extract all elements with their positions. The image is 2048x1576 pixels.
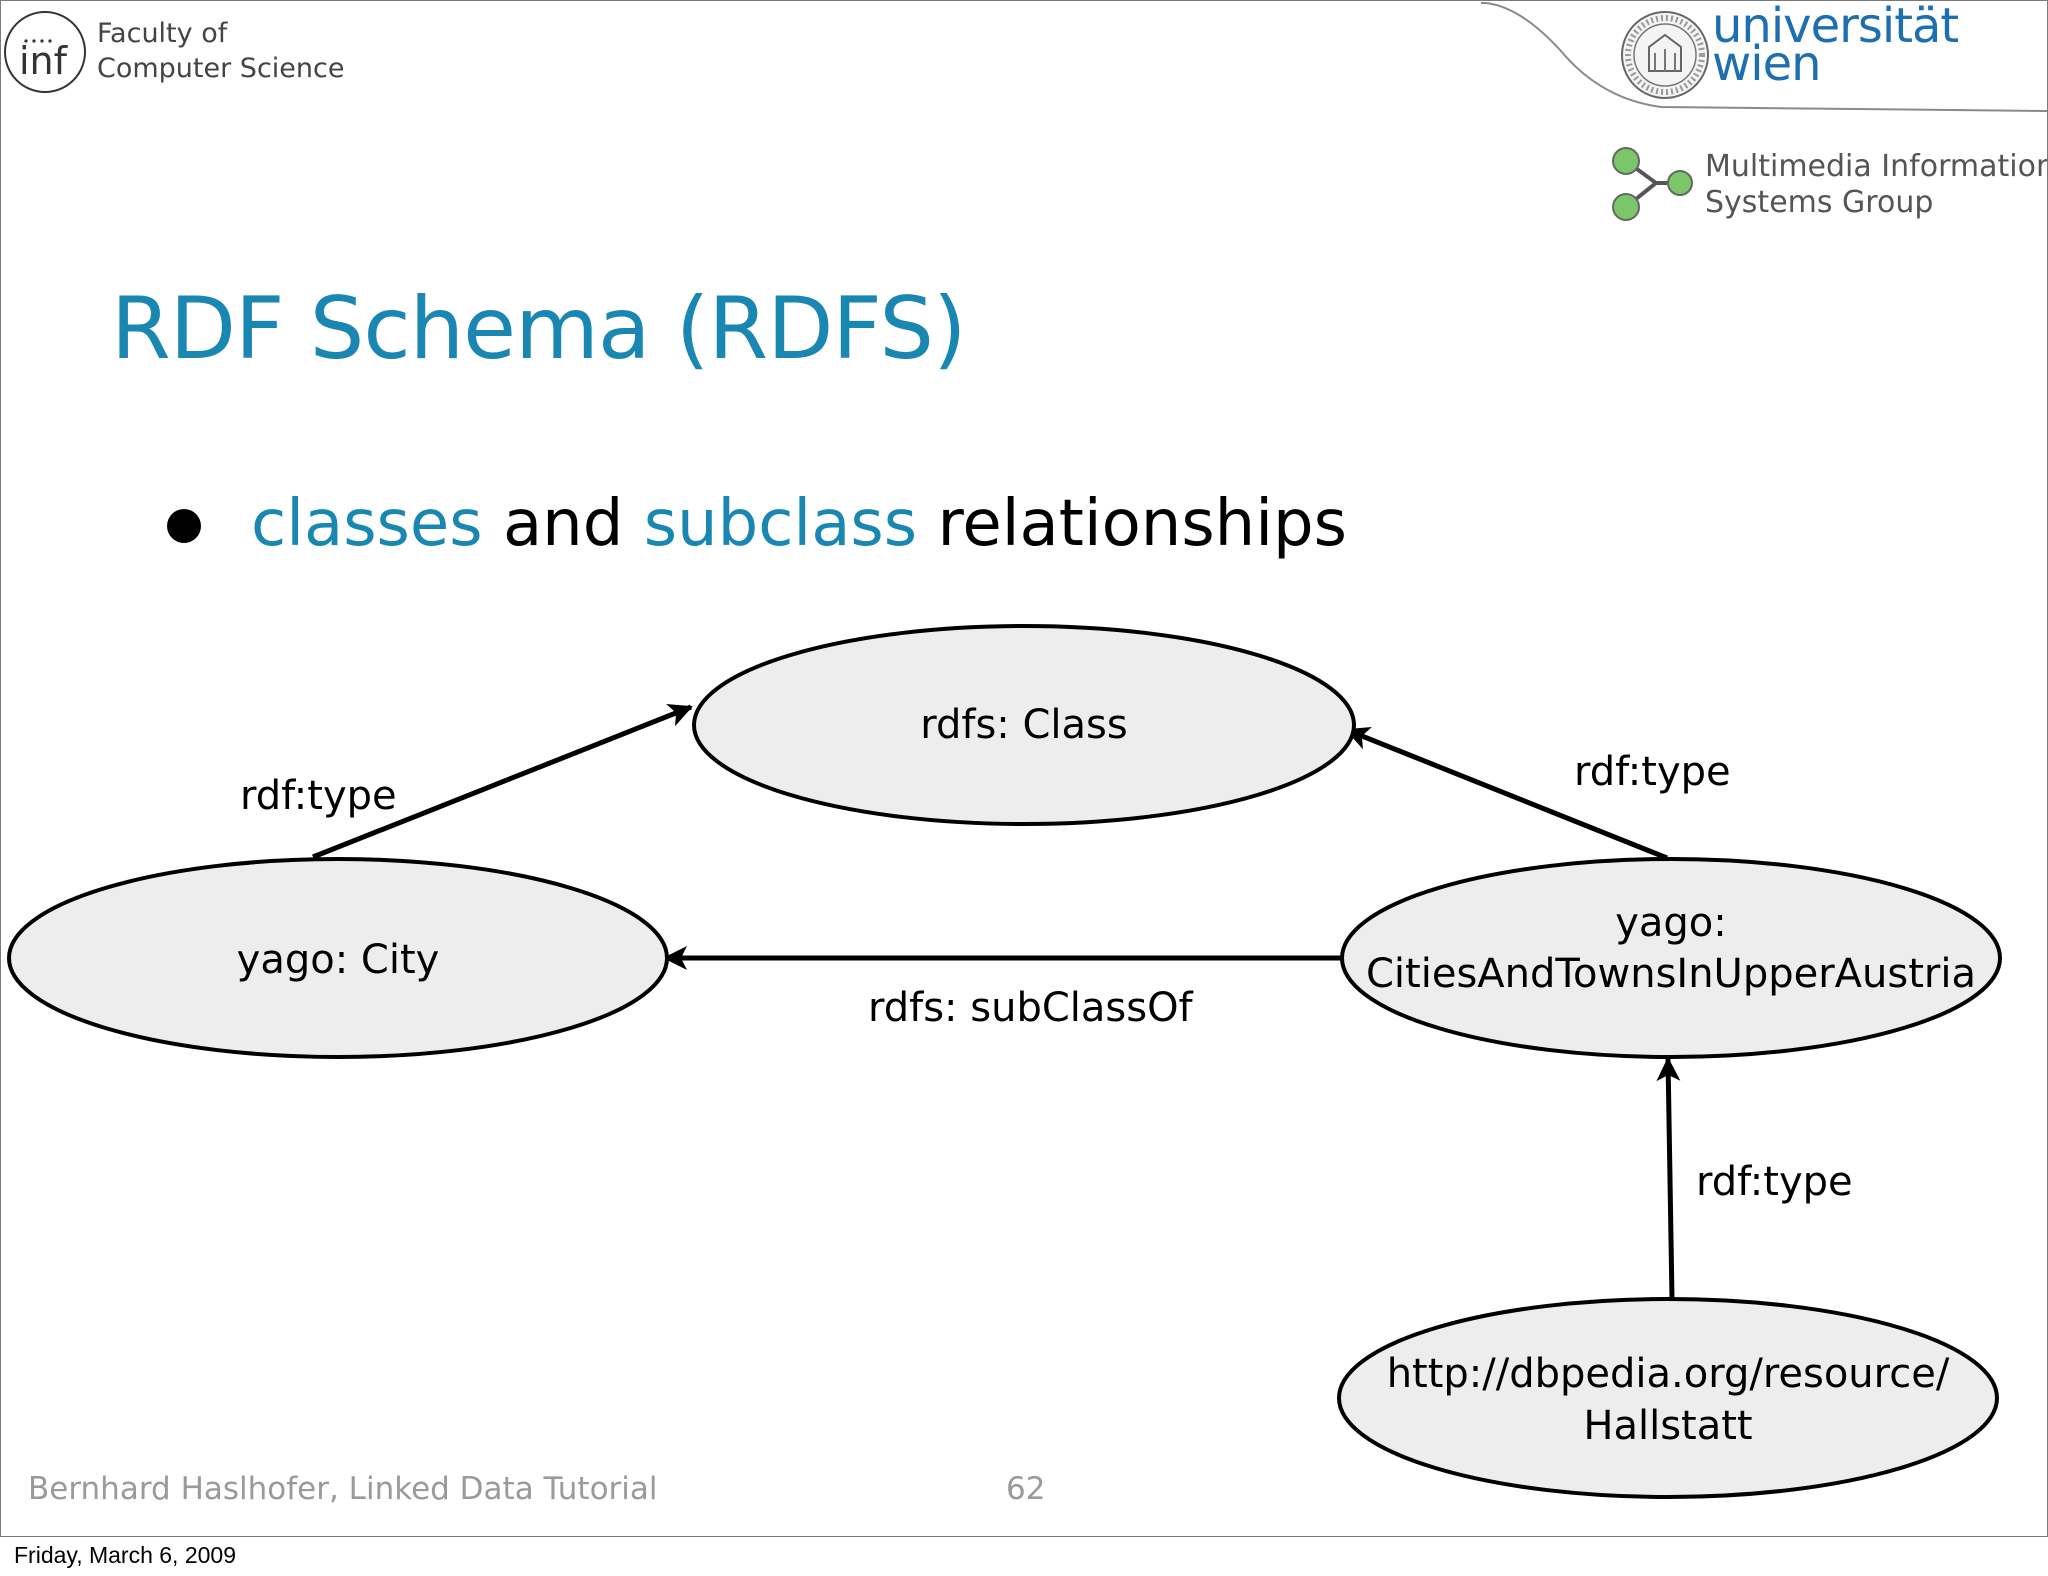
faculty-name: Faculty of Computer Science (97, 16, 344, 86)
mis-line1: Multimedia Information (1705, 149, 2048, 184)
print-date: Friday, March 6, 2009 (14, 1542, 237, 1568)
edge-label-city-to-class: rdf:type (240, 773, 397, 819)
node-yago-austria: yago: CitiesAndTownsInUpperAustria (1340, 857, 2002, 1059)
inf-logo-text: inf (19, 39, 69, 83)
edge-hallstatt-to-austria (1656, 1057, 1681, 1300)
mis-group-name: Multimedia Information Systems Group (1705, 149, 2048, 221)
bullet-text: classes and subclass relationships (251, 487, 1347, 561)
university-line1: universität (1712, 0, 1959, 54)
bullet-word-relationships: relationships (917, 487, 1347, 561)
slide: inf Faculty of Computer Science universi… (0, 0, 2048, 1537)
node-hallstatt-label-line2: Hallstatt (1583, 1403, 1752, 1449)
bullet-word-subclass: subclass (643, 487, 918, 561)
mis-line2: Systems Group (1705, 185, 1934, 220)
edge-label-austria-to-class: rdf:type (1574, 749, 1731, 795)
node-rdfs-class-label: rdfs: Class (920, 702, 1127, 748)
faculty-line1: Faculty of (97, 18, 228, 49)
bullet-dot (167, 509, 201, 543)
university-line2: wien (1712, 36, 1822, 92)
edge-label-hallstatt-to-austria: rdf:type (1696, 1159, 1853, 1205)
rdfs-diagram: rdfs: Class yago: City yago: CitiesAndTo… (7, 624, 2002, 1499)
node-yago-austria-label-line2: CitiesAndTownsInUpperAustria (1366, 951, 1976, 997)
edge-label-austria-to-city: rdfs: subClassOf (868, 985, 1194, 1031)
node-hallstatt-label-line1: http://dbpedia.org/resource/ (1387, 1351, 1950, 1397)
node-hallstatt: http://dbpedia.org/resource/ Hallstatt (1337, 1297, 1999, 1499)
node-yago-city-label: yago: City (237, 937, 440, 983)
edge-austria-to-class (1345, 727, 1668, 861)
edge-city-to-class (312, 703, 693, 860)
faculty-line2: Computer Science (97, 53, 345, 84)
node-rdfs-class: rdfs: Class (692, 624, 1356, 826)
slide-title: RDF Schema (RDFS) (111, 279, 967, 379)
inf-logo-icon: inf (4, 11, 86, 93)
bullet-word-classes: classes (251, 487, 483, 561)
header-curve (1481, 2, 2047, 112)
footer-page-number: 62 (1006, 1471, 1046, 1507)
footer-author: Bernhard Haslhofer, Linked Data Tutorial (28, 1471, 658, 1507)
university-seal-icon (1621, 11, 1709, 99)
node-yago-city: yago: City (7, 857, 669, 1059)
mis-group-logo-icon (1612, 147, 1693, 221)
node-yago-austria-label-line1: yago: (1615, 900, 1727, 946)
university-name: universität wien (1712, 0, 1959, 92)
bullet-word-and: and (482, 487, 644, 561)
